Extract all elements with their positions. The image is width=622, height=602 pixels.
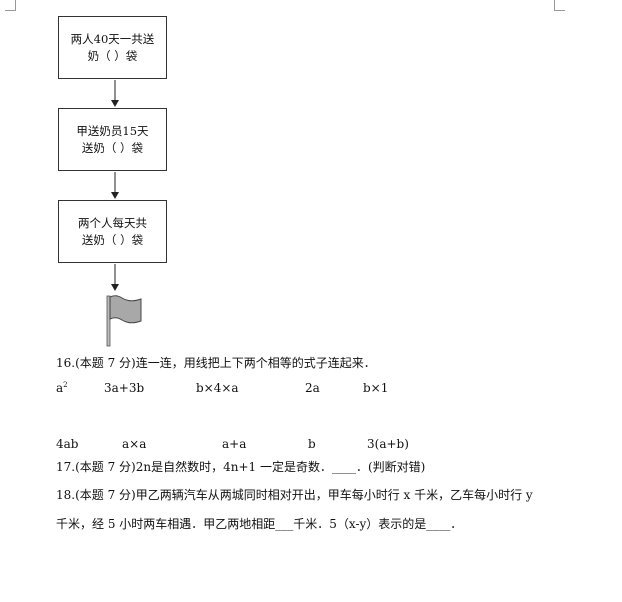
q16-bottom-expr-2: a×a — [122, 437, 147, 451]
q16-top-expr-3: b×4×a — [196, 381, 239, 395]
q18-line-1: 18.(本题 7 分)甲乙两辆汽车从两城同时相对开出，甲车每小时行 x 千米，乙… — [56, 488, 533, 502]
q16-top-expr-1-base: a — [56, 381, 64, 395]
flag-icon — [106, 295, 142, 347]
flow-arrow-1 — [111, 80, 119, 107]
q16-bottom-expr-5: 3(a+b) — [367, 437, 409, 451]
q16-top-expr-4: 2a — [305, 381, 320, 395]
flow-box-3-line2: 送奶（ ）袋 — [81, 232, 144, 247]
flow-box-2-line2: 送奶（ ）袋 — [81, 140, 144, 155]
flow-box-1: 两人40天一共送 奶（ ）袋 — [58, 16, 167, 79]
q16-top-expr-2: 3a+3b — [104, 381, 145, 395]
q16-text: 16.(本题 7 分)连一连，用线把上下两个相等的式子连起来． — [56, 356, 376, 370]
flow-box-3: 两个人每天共 送奶（ ）袋 — [58, 200, 167, 263]
flow-arrow-3 — [111, 264, 119, 291]
flow-box-1-line1: 两人40天一共送 — [70, 31, 155, 46]
flow-box-2: 甲送奶员15天 送奶（ ）袋 — [58, 108, 167, 171]
q16-top-expr-1-exp: 2 — [63, 381, 68, 389]
q17-text: 17.(本题 7 分)2n是自然数时，4n+1 一定是奇数．____．(判断对错… — [56, 460, 426, 474]
q16-bottom-expr-3: a+a — [222, 437, 247, 451]
q16-top-expr-1: a2 — [56, 381, 68, 395]
flow-box-2-line1: 甲送奶员15天 — [76, 123, 149, 138]
q18-line-2: 千米，经 5 小时两车相遇．甲乙两地相距___千米．5（x-y）表示的是____… — [56, 517, 463, 531]
corner-mark-right — [554, 0, 565, 11]
q16-bottom-expr-4: b — [308, 437, 316, 451]
flow-box-3-line1: 两个人每天共 — [78, 215, 147, 230]
flow-box-1-line2: 奶（ ）袋 — [87, 48, 138, 63]
flow-arrow-2 — [111, 172, 119, 199]
q16-top-expr-5: b×1 — [363, 381, 389, 395]
corner-mark-left — [5, 0, 16, 11]
q16-bottom-expr-1: 4ab — [56, 437, 79, 451]
